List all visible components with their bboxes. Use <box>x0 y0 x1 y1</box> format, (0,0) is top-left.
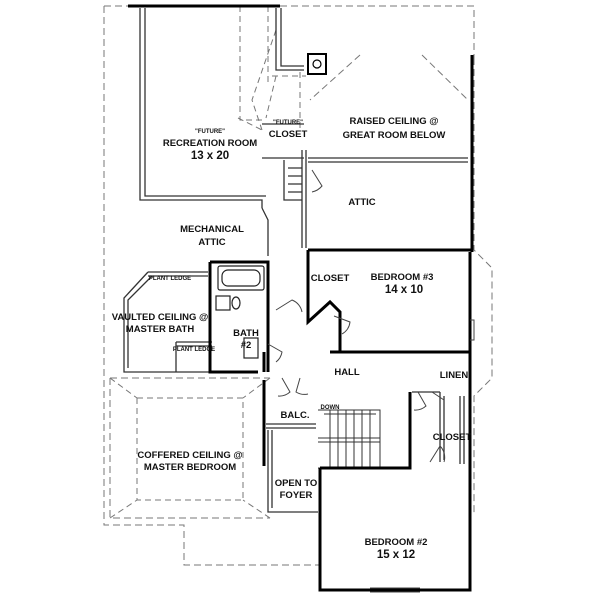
vaulted-ceiling-label-1: VAULTED CEILING @ <box>112 312 209 323</box>
recreation-room-size: 13 x 20 <box>191 150 229 162</box>
raised-ceiling-label-2: GREAT ROOM BELOW <box>343 130 446 141</box>
mechanical-attic-label-1: MECHANICAL <box>180 224 244 235</box>
door-swings <box>267 169 446 463</box>
attic-label: ATTIC <box>348 197 375 208</box>
bedroom2-size: 15 x 12 <box>377 549 415 561</box>
vaulted-ceiling-label-2: MASTER BATH <box>126 324 195 335</box>
window-marks <box>370 319 475 593</box>
interior-walls <box>123 8 468 513</box>
balcony-label: BALC. <box>280 410 309 421</box>
recreation-room-label: RECREATION ROOM <box>163 138 257 149</box>
coffered-ceiling-lines <box>109 377 271 519</box>
bedroom3-label: BEDROOM #3 <box>371 272 434 283</box>
recreation-future-label: "FUTURE" <box>195 129 225 135</box>
plant-ledge-top-label: PLANT LEDGE <box>149 276 191 282</box>
closet-future-name: CLOSET <box>269 129 308 140</box>
stairs <box>318 409 381 469</box>
open-to-foyer-label-1: OPEN TO <box>275 478 318 489</box>
linen-label: LINEN <box>440 370 469 381</box>
bath2-label-2: #2 <box>241 340 252 351</box>
bath-fixtures <box>215 265 265 359</box>
open-to-foyer-label-2: FOYER <box>280 490 313 501</box>
closet-bed3-label: CLOSET <box>311 273 350 284</box>
chimney <box>307 53 327 75</box>
structural-walls <box>128 4 474 592</box>
dormer-lines <box>237 6 306 131</box>
bath2-label-1: BATH <box>233 328 259 339</box>
closet-future-label: "FUTURE" <box>273 120 303 126</box>
mechanical-attic-label-2: ATTIC <box>198 237 225 248</box>
bedroom2-label: BEDROOM #2 <box>365 537 428 548</box>
hall-label: HALL <box>334 367 360 378</box>
raised-ceiling-label-1: RAISED CEILING @ <box>350 116 439 127</box>
coffered-ceiling-label-1: COFFERED CEILING @ <box>137 450 242 461</box>
coffered-ceiling-label-2: MASTER BEDROOM <box>144 462 236 473</box>
closet-bed2-label: CLOSET <box>433 432 472 443</box>
room-labels: "FUTURE" RECREATION ROOM 13 x 20 "FUTURE… <box>112 116 472 561</box>
bedroom3-size: 14 x 10 <box>385 284 423 296</box>
down-label: DOWN <box>321 405 340 411</box>
plant-ledge-bottom-label: PLANT LEDGE <box>173 347 215 353</box>
